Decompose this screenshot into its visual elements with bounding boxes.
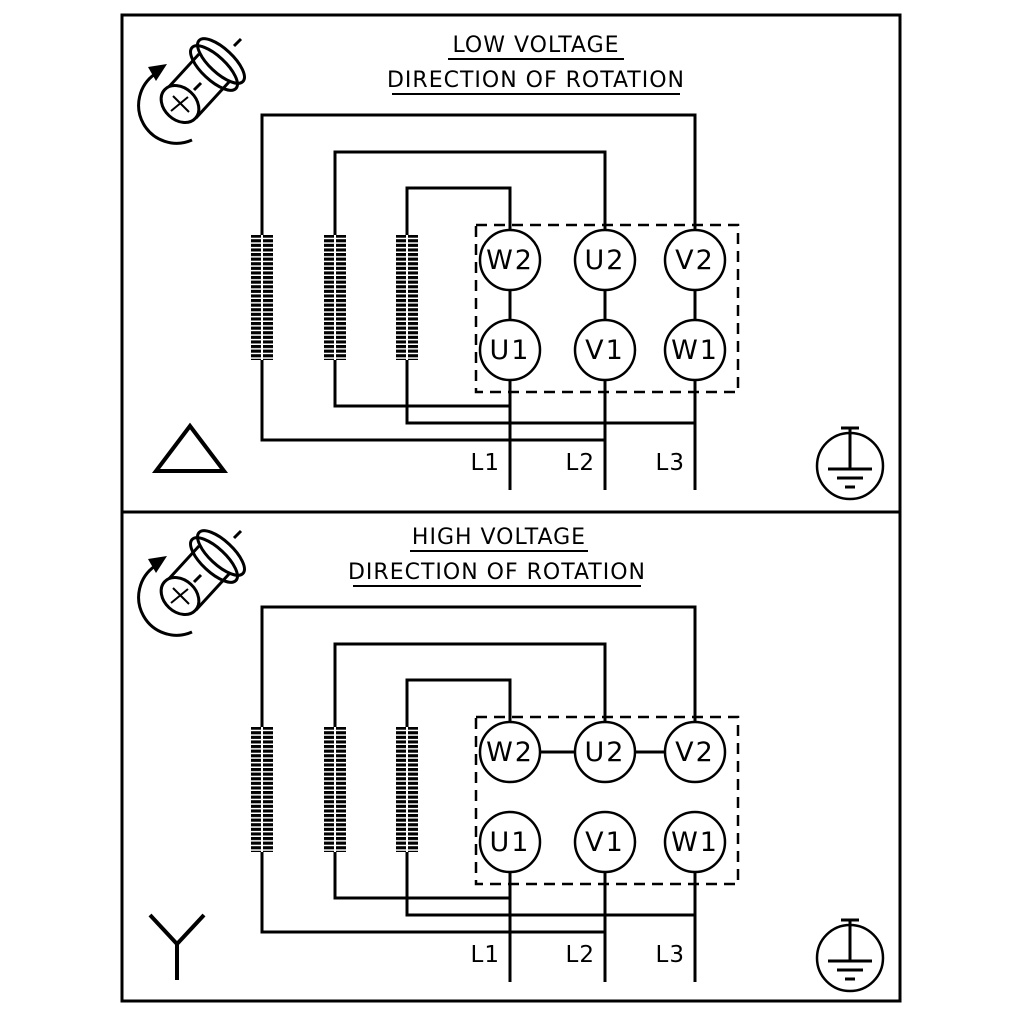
terminal-v2: V2 [675, 245, 715, 276]
terminal-u2: U2 [585, 245, 626, 276]
rotation-direction-icon [137, 522, 253, 637]
low-voltage-panel: LOW VOLTAGE DIRECTION OF ROTATION W2 U2 … [137, 30, 885, 501]
delta-jumpers [508, 290, 697, 320]
panel-subtitle: DIRECTION OF ROTATION [348, 560, 646, 585]
terminal-v1: V1 [585, 827, 625, 858]
star-symbol [148, 913, 206, 980]
label-l1: L1 [471, 450, 500, 476]
terminal-u2: U2 [585, 737, 626, 768]
label-l2: L2 [566, 450, 595, 476]
supply-line-labels: L1 L2 L3 [471, 450, 685, 476]
panel-title: HIGH VOLTAGE [412, 525, 586, 550]
outer-border [120, 13, 902, 1003]
terminal-w2: W2 [486, 737, 534, 768]
panel-subtitle: DIRECTION OF ROTATION [387, 68, 685, 93]
earth-ground-icon [815, 918, 885, 993]
earth-ground-icon [815, 426, 885, 501]
label-l1: L1 [471, 942, 500, 968]
terminal-v2: V2 [675, 737, 715, 768]
terminal-u1: U1 [490, 335, 531, 366]
label-l3: L3 [656, 942, 685, 968]
panel-title: LOW VOLTAGE [452, 33, 619, 58]
label-l3: L3 [656, 450, 685, 476]
terminal-labels: W2 U2 V2 U1 V1 W1 [486, 245, 719, 366]
supply-line-labels: L1 L2 L3 [471, 942, 685, 968]
terminal-v1: V1 [585, 335, 625, 366]
terminal-u1: U1 [490, 827, 531, 858]
winding-wiring [249, 113, 740, 492]
label-l2: L2 [566, 942, 595, 968]
terminal-w2: W2 [486, 245, 534, 276]
winding-wiring [249, 605, 740, 984]
terminal-w1: W1 [671, 827, 719, 858]
high-voltage-panel: HIGH VOLTAGE DIRECTION OF ROTATION W2 U2… [137, 522, 885, 993]
terminal-labels: W2 U2 V2 U1 V1 W1 [486, 737, 719, 858]
delta-symbol [151, 422, 229, 473]
terminal-w1: W1 [671, 335, 719, 366]
rotation-direction-icon [137, 30, 253, 145]
